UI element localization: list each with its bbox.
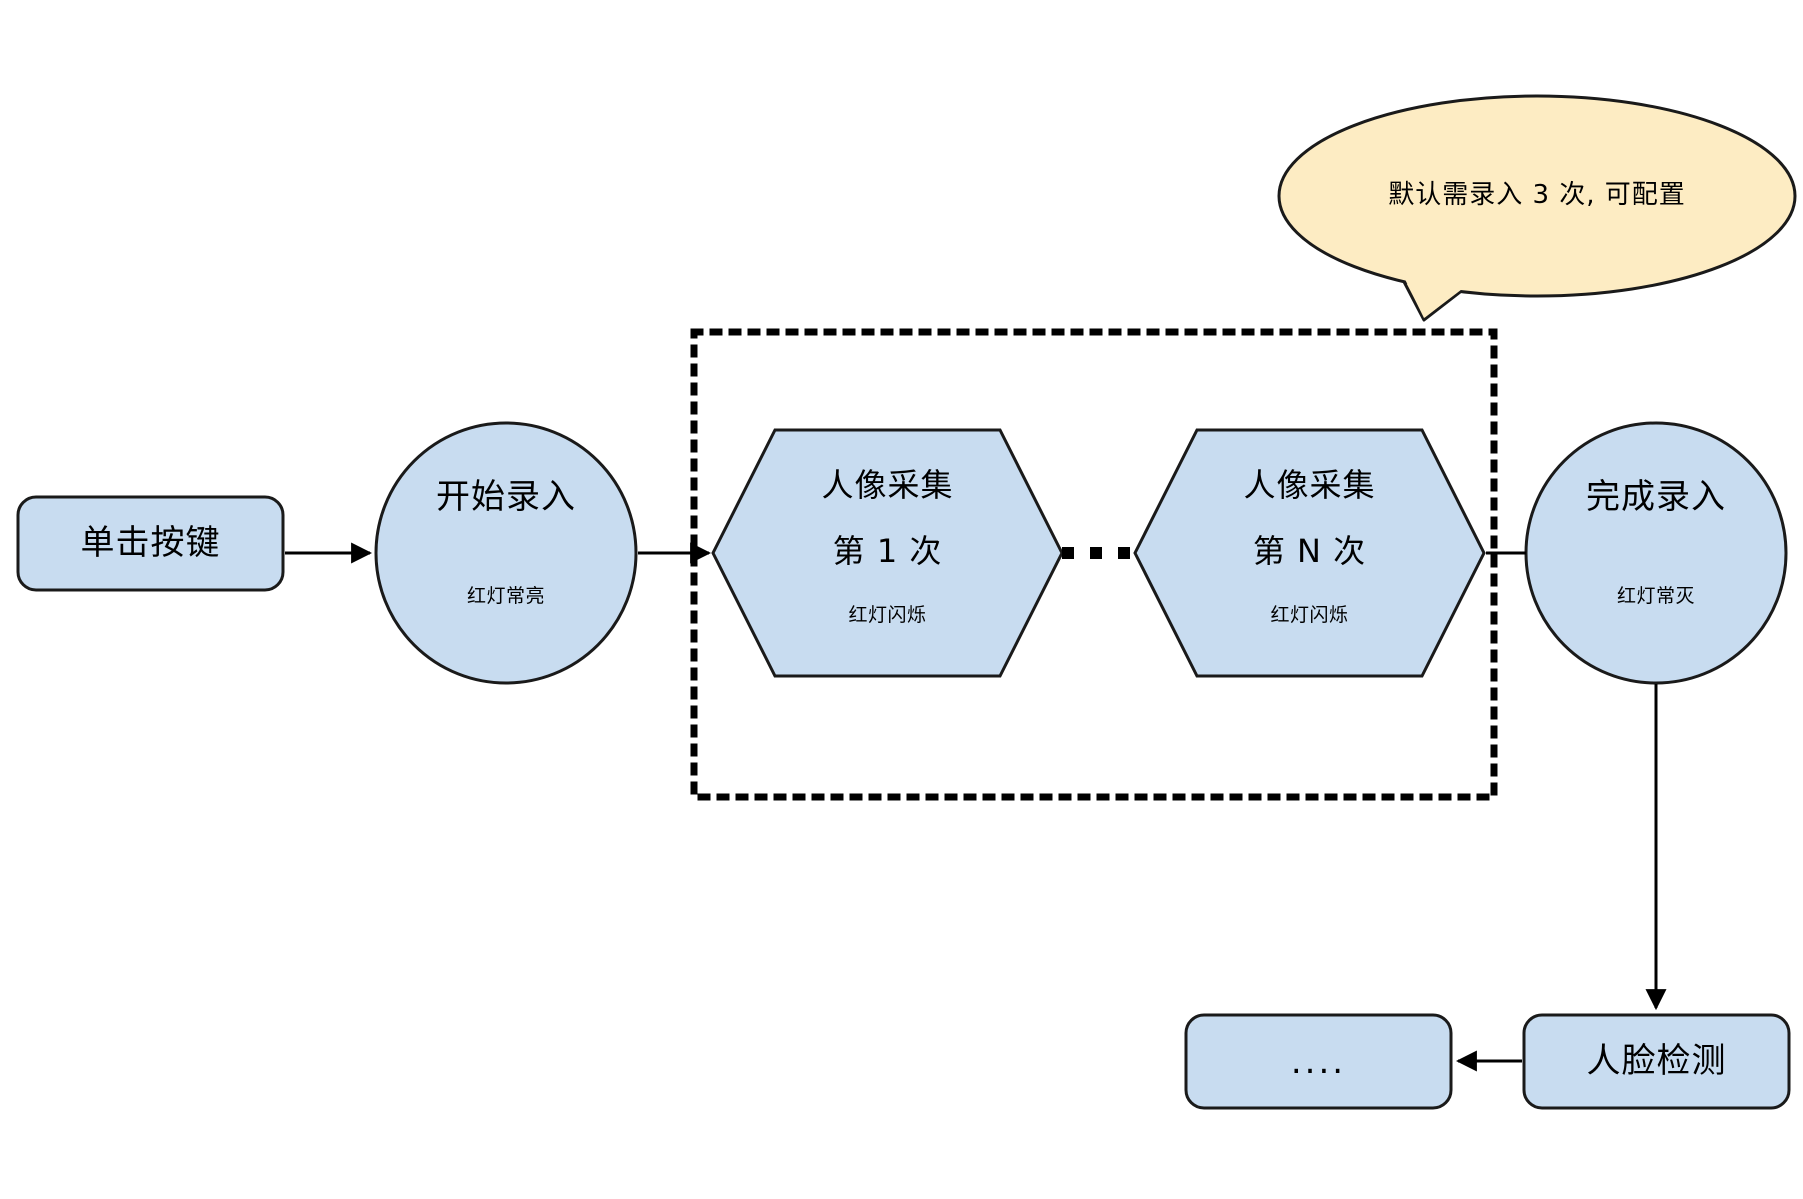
callout-tail-fill: [1398, 265, 1474, 318]
node-capture-nth-shape[interactable]: [1133, 428, 1486, 678]
node-more-shape[interactable]: [1184, 1013, 1453, 1110]
capture-loop-group-box: [690, 328, 1498, 801]
callout-bubble: [1277, 94, 1797, 298]
node-start-enroll-shape[interactable]: [374, 421, 638, 685]
node-face-detect-shape[interactable]: [1522, 1013, 1791, 1110]
capture-ellipsis-dots: [1062, 547, 1130, 559]
node-capture-first-shape[interactable]: [711, 428, 1064, 678]
node-finish-enroll-shape[interactable]: [1524, 421, 1788, 685]
node-click-key-shape[interactable]: [16, 495, 285, 592]
